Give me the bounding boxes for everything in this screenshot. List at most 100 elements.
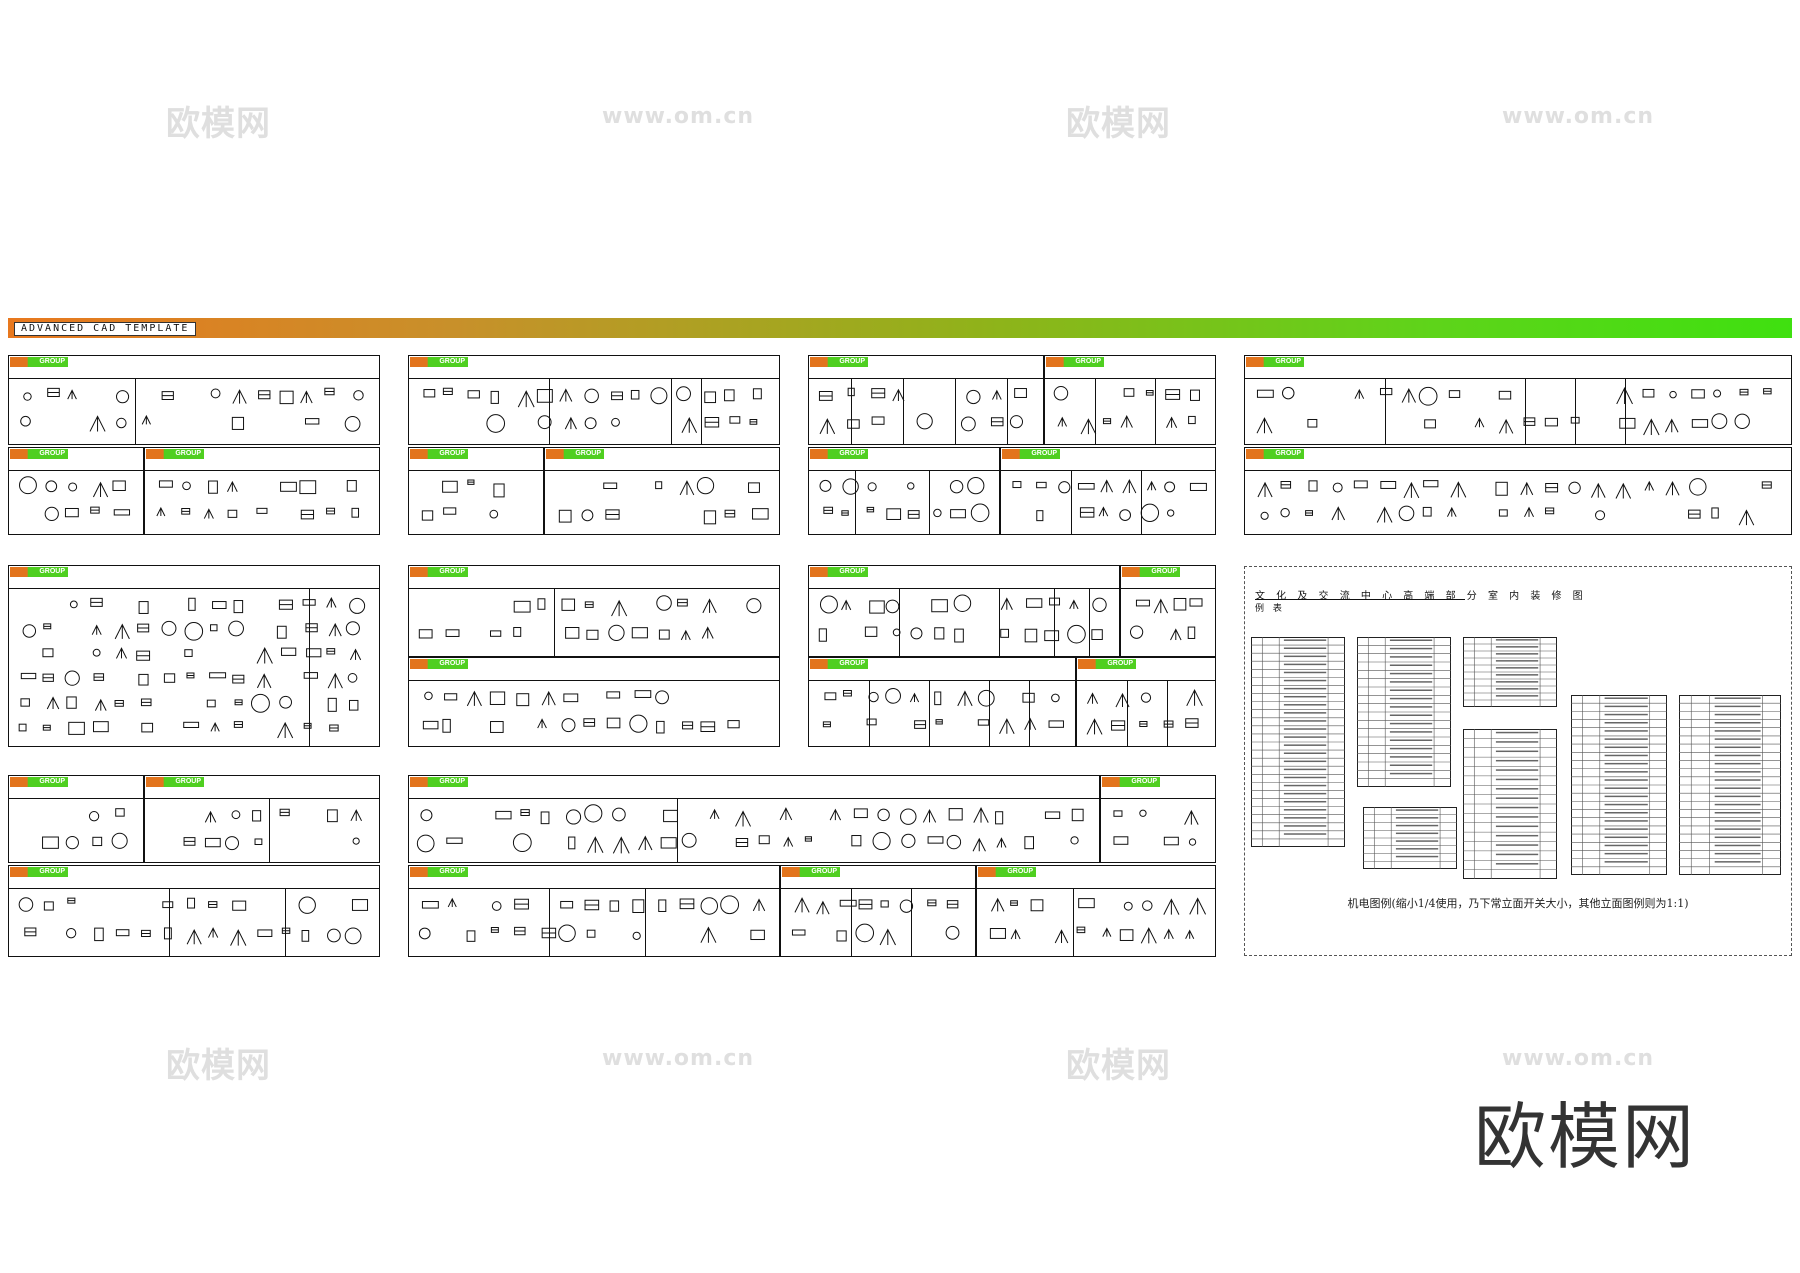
- cad-fixture-symbol: [256, 673, 272, 689]
- cad-rect-symbol: [1000, 628, 1010, 638]
- legend-table-entry: [1604, 697, 1648, 699]
- legend-table-entry: [1283, 704, 1327, 706]
- cad-rect-symbol: [1380, 480, 1397, 489]
- cad-fixture-symbol: [564, 416, 577, 430]
- cad-circle-symbol: [946, 834, 962, 850]
- cad-circle-symbol: [885, 687, 901, 704]
- legend-table-entry: [1389, 647, 1433, 650]
- cad-fixture-symbol: [327, 672, 343, 689]
- cad-rect-symbol: [1498, 390, 1512, 400]
- cad-circle-symbol: [1009, 415, 1024, 429]
- cad-furniture-symbol: [279, 808, 290, 817]
- cad-circle-symbol: [901, 833, 916, 848]
- cad-furniture-symbol: [1545, 507, 1555, 515]
- cad-circle-symbol: [1281, 386, 1295, 400]
- cad-symbols: [558, 476, 769, 525]
- legend-table-entry: [1283, 671, 1327, 674]
- cad-rect-symbol: [871, 416, 885, 425]
- legend-table-entry: [1389, 714, 1433, 716]
- legend-table-entry: [1714, 828, 1761, 830]
- cad-rect-symbol: [490, 721, 504, 733]
- cad-rect-symbol: [208, 480, 218, 494]
- legend-table-entry: [1495, 806, 1539, 809]
- cad-rect-symbol: [851, 835, 862, 847]
- legend-table-entry: [1389, 764, 1433, 766]
- cad-rect-symbol: [886, 508, 902, 520]
- cad-fixture-symbol: [141, 414, 151, 425]
- cad-block-panel: GROUP: [1100, 775, 1216, 863]
- cad-rect-symbol: [1570, 416, 1580, 424]
- cad-furniture-symbol: [24, 927, 37, 937]
- legend-table-entry: [1495, 674, 1539, 676]
- panel-divider: [1095, 378, 1096, 444]
- cad-rect-symbol: [632, 899, 645, 913]
- cad-rect-symbol: [513, 627, 522, 637]
- cad-fixture-symbol: [186, 928, 202, 945]
- cad-circle-symbol: [68, 482, 78, 492]
- legend-table-entry: [1283, 800, 1327, 803]
- cad-circle-symbol: [161, 620, 177, 636]
- cad-fixture-symbol: [537, 718, 547, 729]
- panel-header-line: [409, 378, 779, 379]
- cad-circle-symbol: [224, 836, 240, 851]
- cad-furniture-symbol: [1739, 388, 1749, 396]
- cad-rect-symbol: [210, 624, 218, 632]
- cad-fixture-symbol: [156, 506, 166, 517]
- cad-rect-symbol: [558, 509, 572, 523]
- legend-table-entry: [1389, 747, 1433, 750]
- cad-fixture-symbol: [735, 810, 751, 827]
- cad-rect-symbol: [421, 510, 434, 521]
- legend-table-entry: [1283, 647, 1327, 649]
- cad-symbols: [822, 687, 1064, 734]
- cad-fixture-symbol: [1170, 628, 1182, 641]
- cad-rect-symbol: [724, 389, 735, 402]
- cad-fixture-symbol: [829, 808, 842, 821]
- cad-furniture-symbol: [326, 507, 336, 515]
- panel-divider: [1575, 378, 1576, 444]
- cad-fixture-symbol: [89, 415, 106, 432]
- cad-furniture-symbol: [278, 599, 293, 610]
- cad-rect-symbol: [421, 901, 439, 909]
- cad-rect-symbol: [257, 929, 273, 937]
- site-logo: 欧模网: [1474, 1095, 1697, 1179]
- cad-rect-symbol: [1113, 836, 1129, 845]
- cad-circle-symbol: [1188, 838, 1197, 846]
- cad-circle-symbol: [416, 834, 435, 853]
- cad-rect-symbol: [306, 648, 322, 658]
- cad-rect-symbol: [513, 600, 531, 613]
- cad-circle-symbol: [681, 832, 697, 848]
- cad-rect-symbol: [252, 810, 262, 822]
- legend-table-entry: [1389, 722, 1433, 725]
- cad-furniture-symbol: [1761, 481, 1772, 489]
- cad-rect-symbol: [1423, 480, 1439, 488]
- cad-block-panel: GROUP: [408, 775, 1100, 863]
- cad-symbols: [1129, 597, 1203, 641]
- cad-rect-symbol: [948, 808, 963, 821]
- cad-rect-symbol: [227, 509, 238, 518]
- cad-symbols: [819, 476, 990, 523]
- cad-furniture-symbol: [326, 648, 336, 655]
- cad-rect-symbol: [752, 508, 769, 520]
- legend-table-entry: [1389, 681, 1433, 683]
- cad-fixture-symbol: [1590, 482, 1606, 498]
- cad-circle-symbol: [491, 901, 502, 911]
- cad-circle-symbol: [1260, 511, 1269, 520]
- panel-group-tab: GROUP: [410, 777, 468, 787]
- cad-circle-symbol: [537, 415, 552, 430]
- cad-furniture-symbol: [1111, 720, 1126, 731]
- cad-block-panel: GROUP: [808, 657, 1076, 747]
- cad-rect-symbol: [869, 600, 885, 614]
- cad-rect-symbol: [954, 628, 964, 643]
- legend-table-entry: [1604, 787, 1648, 789]
- cad-rect-symbol: [442, 718, 451, 733]
- cad-fixture-symbol: [46, 696, 60, 710]
- cad-rect-symbol: [950, 509, 966, 519]
- cad-circle-symbol: [20, 415, 31, 427]
- cad-furniture-symbol: [914, 720, 927, 729]
- cad-rect-symbol: [836, 930, 847, 942]
- watermark-url: www.om.cn: [1502, 1046, 1655, 1071]
- cad-rect-symbol: [586, 629, 599, 640]
- cad-circle-symbol: [327, 928, 341, 943]
- watermark-cn: 欧模网: [166, 1046, 271, 1086]
- cad-circle-symbol: [1070, 836, 1079, 845]
